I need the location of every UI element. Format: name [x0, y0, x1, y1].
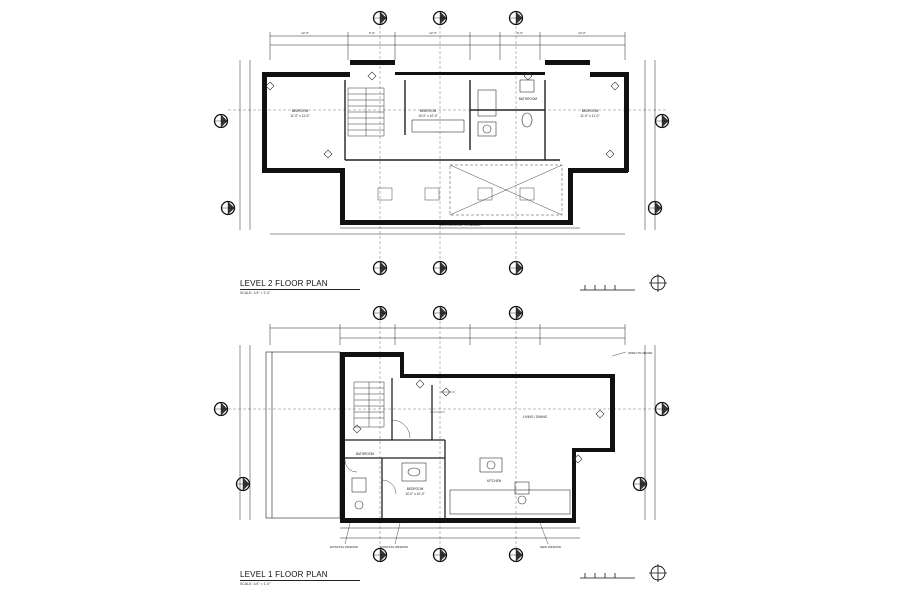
dimension-lines-level-1 — [239, 324, 656, 539]
dim-label: 12'-0" — [301, 31, 309, 35]
dim-label: 6'-0" — [517, 31, 523, 35]
room-name: BEDROOM — [420, 109, 437, 113]
leader-lines — [344, 351, 627, 545]
room-name: BEDROOM — [582, 109, 599, 113]
level-2-scalebar — [580, 285, 635, 291]
door-swings — [344, 419, 411, 495]
open-to-below — [377, 164, 563, 216]
room-size: 10'-0" x 10'-0" — [418, 114, 438, 118]
level-1-plan: LIVING / DINING KITCHEN BEDROOM 10'-0" x… — [213, 305, 670, 583]
grid-marker-row-level-1 — [372, 305, 524, 563]
title-underline — [240, 580, 360, 581]
north-arrow-icon — [648, 563, 668, 583]
room-name: BATHROOM — [519, 97, 538, 101]
level-2-title: LEVEL 2 FLOOR PLAN — [240, 279, 328, 288]
grid-marker-left — [213, 113, 229, 129]
room-size: 11'-0" x 11'-0" — [580, 114, 599, 118]
dimension-lines — [239, 32, 656, 235]
title-underline — [240, 289, 360, 290]
stair-level-1 — [353, 381, 385, 428]
level-2-plan: 12'-0" 6'-0" 12'-0" 6'-0" 12'-0" EXISTIN… — [213, 10, 670, 293]
level-2-scale: SCALE: 1/4" = 1'-0" — [240, 291, 271, 295]
kitchen-fixtures — [351, 457, 571, 515]
bath-fixtures — [411, 79, 535, 137]
porch-outline — [265, 351, 341, 519]
stair-level-2 — [347, 87, 385, 137]
interior-walls — [344, 80, 560, 161]
level-1-scale: SCALE: 1/4" = 1'-0" — [240, 582, 271, 586]
note-text: OPEN TO ABOVE — [628, 351, 652, 355]
dim-label: 6'-0" — [369, 31, 375, 35]
grid-marker-right — [654, 113, 670, 129]
exterior-walls-level-1 — [340, 352, 615, 523]
note-text: EXISTING WINDOW — [330, 545, 358, 549]
room-size: 11'-0" x 11'-0" — [290, 114, 309, 118]
room-name: KITCHEN — [487, 479, 502, 483]
note-text: EXISTING WINDOW — [380, 545, 408, 549]
interior-walls-level-1 — [345, 378, 446, 518]
note-text: NEW WINDOW — [540, 545, 561, 549]
north-arrow-icon — [648, 273, 668, 293]
dim-label: 12'-0" — [429, 31, 437, 35]
dim-label: 12'-0" — [578, 31, 586, 35]
exterior-walls — [262, 60, 629, 225]
room-name: LIVING / DINING — [523, 415, 548, 419]
callout-notes: OPEN TO ABOVE EXISTING WINDOW EXISTING W… — [330, 351, 652, 549]
room-tags-level-1: LIVING / DINING KITCHEN BEDROOM 10'-0" x… — [356, 415, 548, 496]
level-1-title: LEVEL 1 FLOOR PLAN — [240, 570, 328, 579]
room-name: BATHROOM — [356, 452, 375, 456]
reference-tags — [265, 71, 620, 159]
room-size: 10'-0" x 10'-0" — [405, 492, 425, 496]
room-name: BEDROOM — [292, 109, 309, 113]
room-tags: BEDROOM 11'-0" x 11'-0" BEDROOM 10'-0" x… — [290, 97, 599, 118]
level-1-scalebar — [580, 573, 635, 579]
room-name: BEDROOM — [407, 487, 424, 491]
